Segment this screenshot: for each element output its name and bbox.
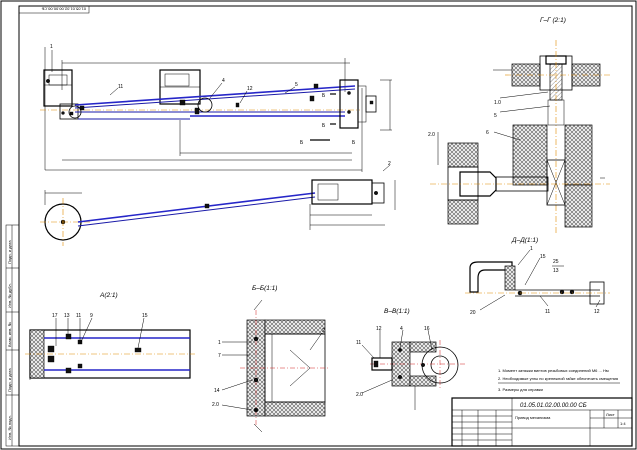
view-v-v-title: В–В(1:1) <box>384 308 410 315</box>
leader-dd-11: 11 <box>545 309 550 315</box>
top-code-box: 01.05.01.02.00.00.00.СБ <box>18 5 90 14</box>
leader-bb-1: 1 <box>218 340 221 346</box>
stamp-1: Инв. № подл. <box>7 415 12 440</box>
section-mark-b1: Б <box>322 93 326 99</box>
leader-vv-20: 2.0 <box>356 392 363 398</box>
side-stamp: Инв. № подл. Подп. и дата Взам. инв. № И… <box>5 224 20 447</box>
leader-dd-25: 25 <box>553 259 559 265</box>
leader-dd-20: 20 <box>470 310 476 316</box>
view-b-b: Б–Б(1:1) 1 2 7 14 2.0 <box>212 285 330 433</box>
leader-vv-11: 11 <box>356 340 361 346</box>
leader-gg-5: 5 <box>494 113 497 119</box>
lower-arm-view: 2 <box>40 161 396 246</box>
view-d-d-title: Д–Д(1:1) <box>511 237 538 244</box>
view-a: A(2:1) 17 13 11 9 15 <box>25 292 195 380</box>
section-mark-b3: Б <box>300 140 304 146</box>
note-1: 1. Момент затяжки винтов резьбовых соеди… <box>498 368 609 373</box>
leader-dd-1: 1 <box>530 246 533 252</box>
leader-a-13: 13 <box>64 313 70 319</box>
leader-vv-12: 12 <box>376 326 382 332</box>
view-b-b-title: Б–Б(1:1) <box>252 285 277 292</box>
leader-dd-13: 13 <box>553 268 559 274</box>
stamp-4: Инв. № дубл. <box>7 283 12 308</box>
title-code: 01.05.01.02.00.00.00 СБ <box>520 403 587 409</box>
view-g-g: Г–Г (2:1) 1.0 5 2.0 6 <box>428 17 610 235</box>
leader-bb-14: 14 <box>214 388 220 394</box>
section-mark-b4: Б <box>352 140 356 146</box>
leader-a-17: 17 <box>52 313 58 319</box>
stamp-5: Подп. и дата <box>7 240 12 264</box>
leader-main-11: 11 <box>118 84 123 90</box>
leader-main-4: 4 <box>222 78 225 84</box>
view-a-title: A(2:1) <box>99 292 118 299</box>
leader-a-9: 9 <box>90 313 93 319</box>
note-2: 2. Необходимые углы по крепежной гайке о… <box>498 376 618 381</box>
leader-main-12: 12 <box>247 86 253 92</box>
leader-gg-20: 2.0 <box>428 132 435 138</box>
leader-a-15: 15 <box>142 313 148 319</box>
stamp-3: Взам. инв. № <box>7 322 12 347</box>
leader-main-5: 5 <box>295 82 298 88</box>
leader-bb-20: 2.0 <box>212 402 219 408</box>
leader-bb-2: 2 <box>322 328 325 334</box>
leader-dd-15: 15 <box>540 254 546 260</box>
leader-gg-6: 6 <box>486 130 489 136</box>
main-assembly-view: 1 11 4 12 5 Б Б Б Б <box>40 44 392 172</box>
view-d-d: Д–Д(1:1) 1 15 25 13 12 20 11 <box>465 237 610 316</box>
title-block: 01.05.01.02.00.00.00 СБ Привод механизма… <box>451 397 633 447</box>
leader-bb-7: 7 <box>218 353 221 359</box>
section-mark-b2: Б <box>322 123 326 129</box>
technical-notes: 1. Момент затяжки винтов резьбовых соеди… <box>498 368 620 392</box>
note-3: 3. Размеры для справки <box>498 387 543 392</box>
leader-lower-2: 2 <box>388 161 391 167</box>
view-g-g-title: Г–Г (2:1) <box>540 17 566 24</box>
leader-a-11: 11 <box>76 313 81 319</box>
leader-vv-16: 16 <box>424 326 430 332</box>
leader-dd-12: 12 <box>594 309 600 315</box>
title-name: Привод механизма <box>515 415 551 420</box>
leader-main-1: 1 <box>50 44 53 50</box>
stamp-2: Подп. и дата <box>7 368 12 392</box>
svg-text:01.05.01.02.00.00.00.СБ: 01.05.01.02.00.00.00.СБ <box>41 7 86 12</box>
leader-vv-4: 4 <box>400 326 403 332</box>
view-v-v: В–В(1:1) 12 11 2.0 4 16 <box>356 308 465 410</box>
leader-gg-10: 1.0 <box>494 100 501 106</box>
title-sheet-label: Лист <box>606 412 615 417</box>
title-scale: 1:4 <box>620 421 626 426</box>
